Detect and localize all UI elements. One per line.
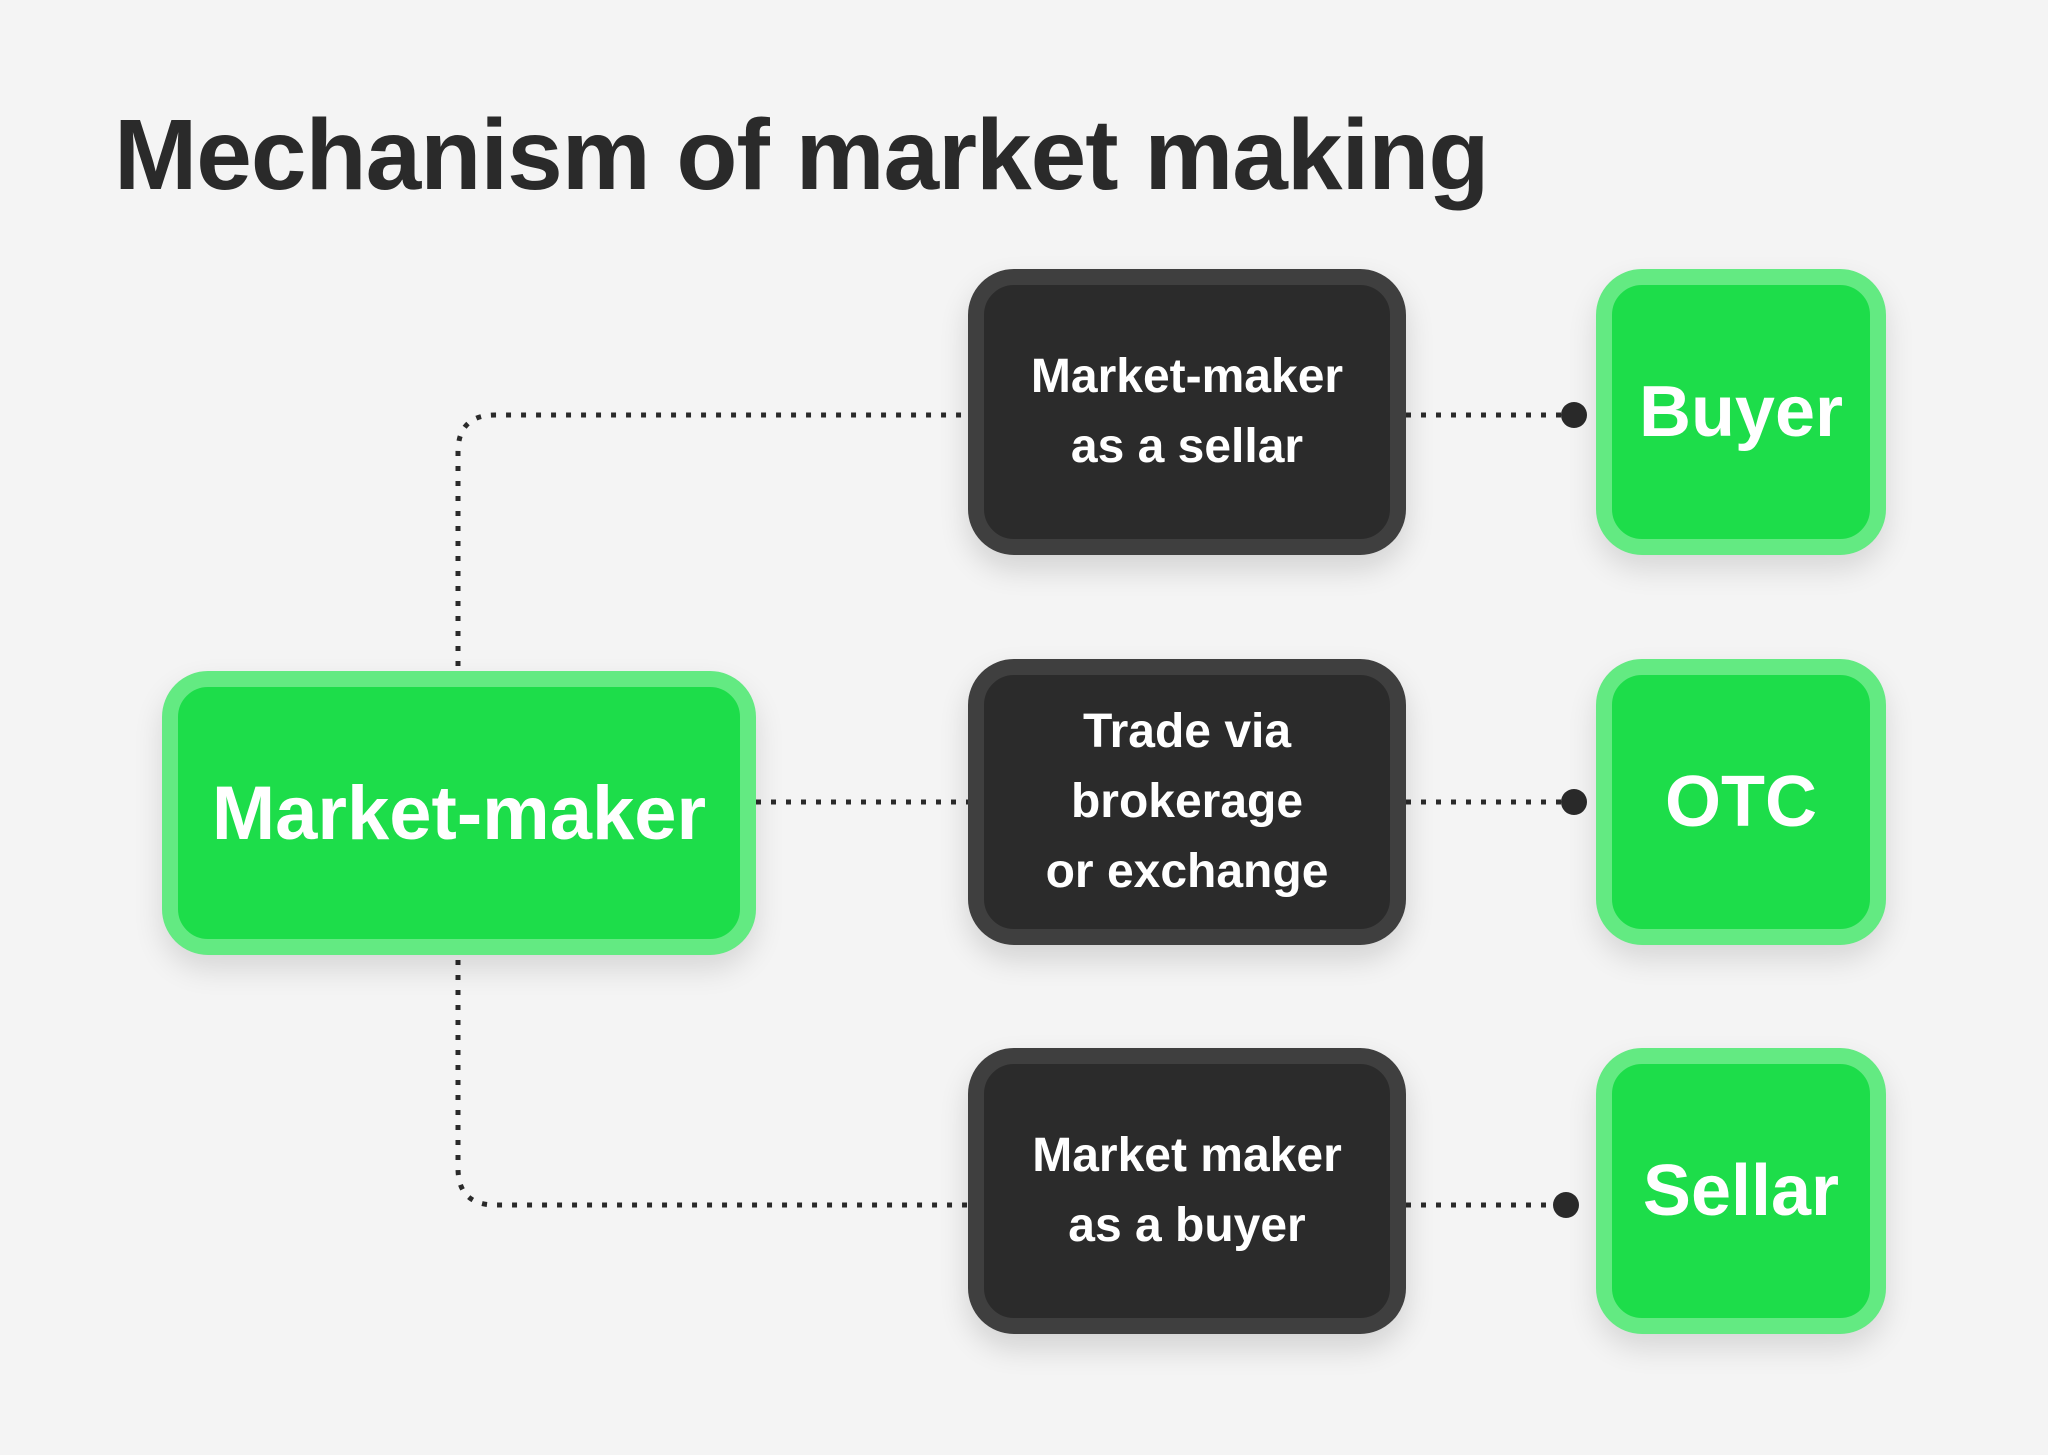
node-label: Market-maker [211,770,707,856]
node-label: Market-maker as a sellar [1030,350,1344,473]
node-trade-via-brokerage: Trade via brokerage or exchange [968,659,1406,945]
node-market-maker-as-seller: Market-maker as a sellar [968,269,1406,555]
node-label: Trade via brokerage or exchange [1045,705,1329,898]
node-otc: OTC [1596,659,1886,945]
connector-root-to-seller [455,412,968,666]
node-label: OTC [1665,762,1817,842]
page-title: Mechanism of market making [114,99,1489,211]
connector-end-dot-icon [1561,402,1587,428]
connector-end-dot-icon [1553,1192,1579,1218]
node-market-maker-as-buyer: Market maker as a buyer [968,1048,1406,1334]
node-buyer: Buyer [1596,269,1886,555]
node-sellar: Sellar [1596,1048,1886,1334]
node-label: Buyer [1638,372,1844,452]
connector-root-to-buyer-role [455,960,968,1208]
connector-end-dot-icon [1561,789,1587,815]
node-label: Market maker as a buyer [1032,1129,1342,1252]
node-market-maker: Market-maker [162,671,756,955]
node-label: Sellar [1642,1151,1840,1231]
